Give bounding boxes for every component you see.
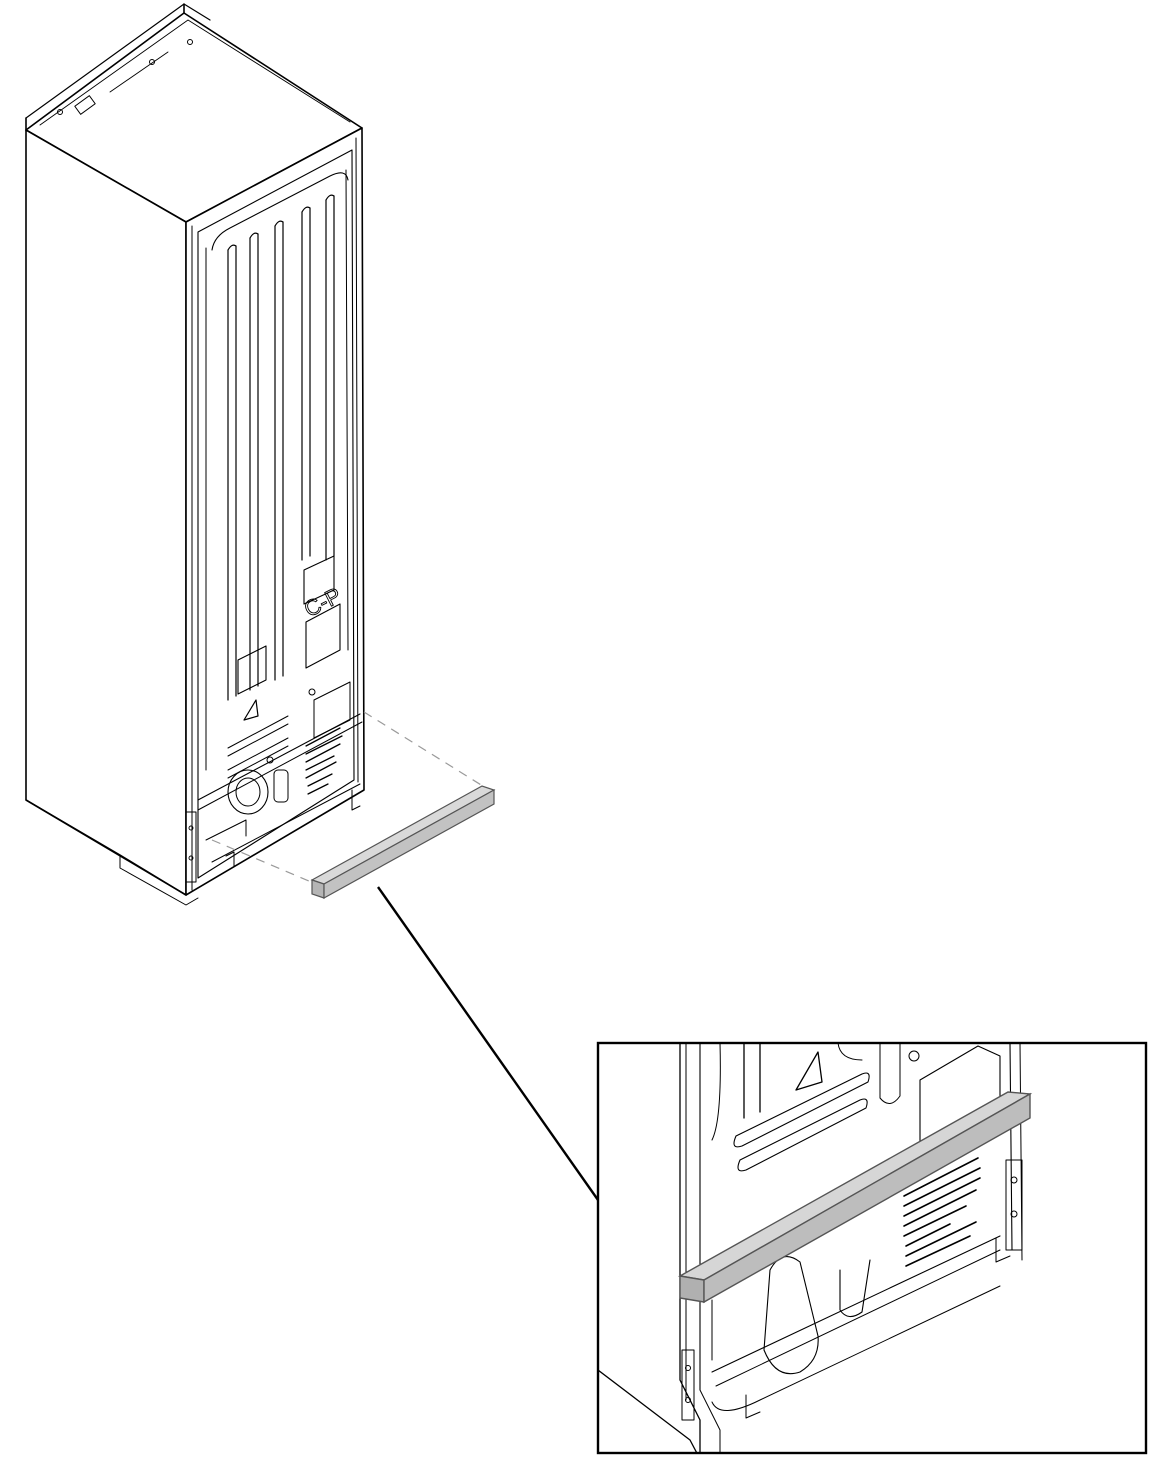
detail-spacer-bar [677,1091,1033,1304]
alignment-guides [211,711,487,885]
detail-inset-frame [596,1041,1148,1455]
spacer-bar-icon [310,785,496,900]
cabinet-side-face [25,129,187,896]
cabinet-icon: C-P [25,3,365,906]
detail-leader-line [377,886,599,1201]
detail-inset-icon [596,1041,1148,1455]
warning-triangle-icon [243,699,259,721]
